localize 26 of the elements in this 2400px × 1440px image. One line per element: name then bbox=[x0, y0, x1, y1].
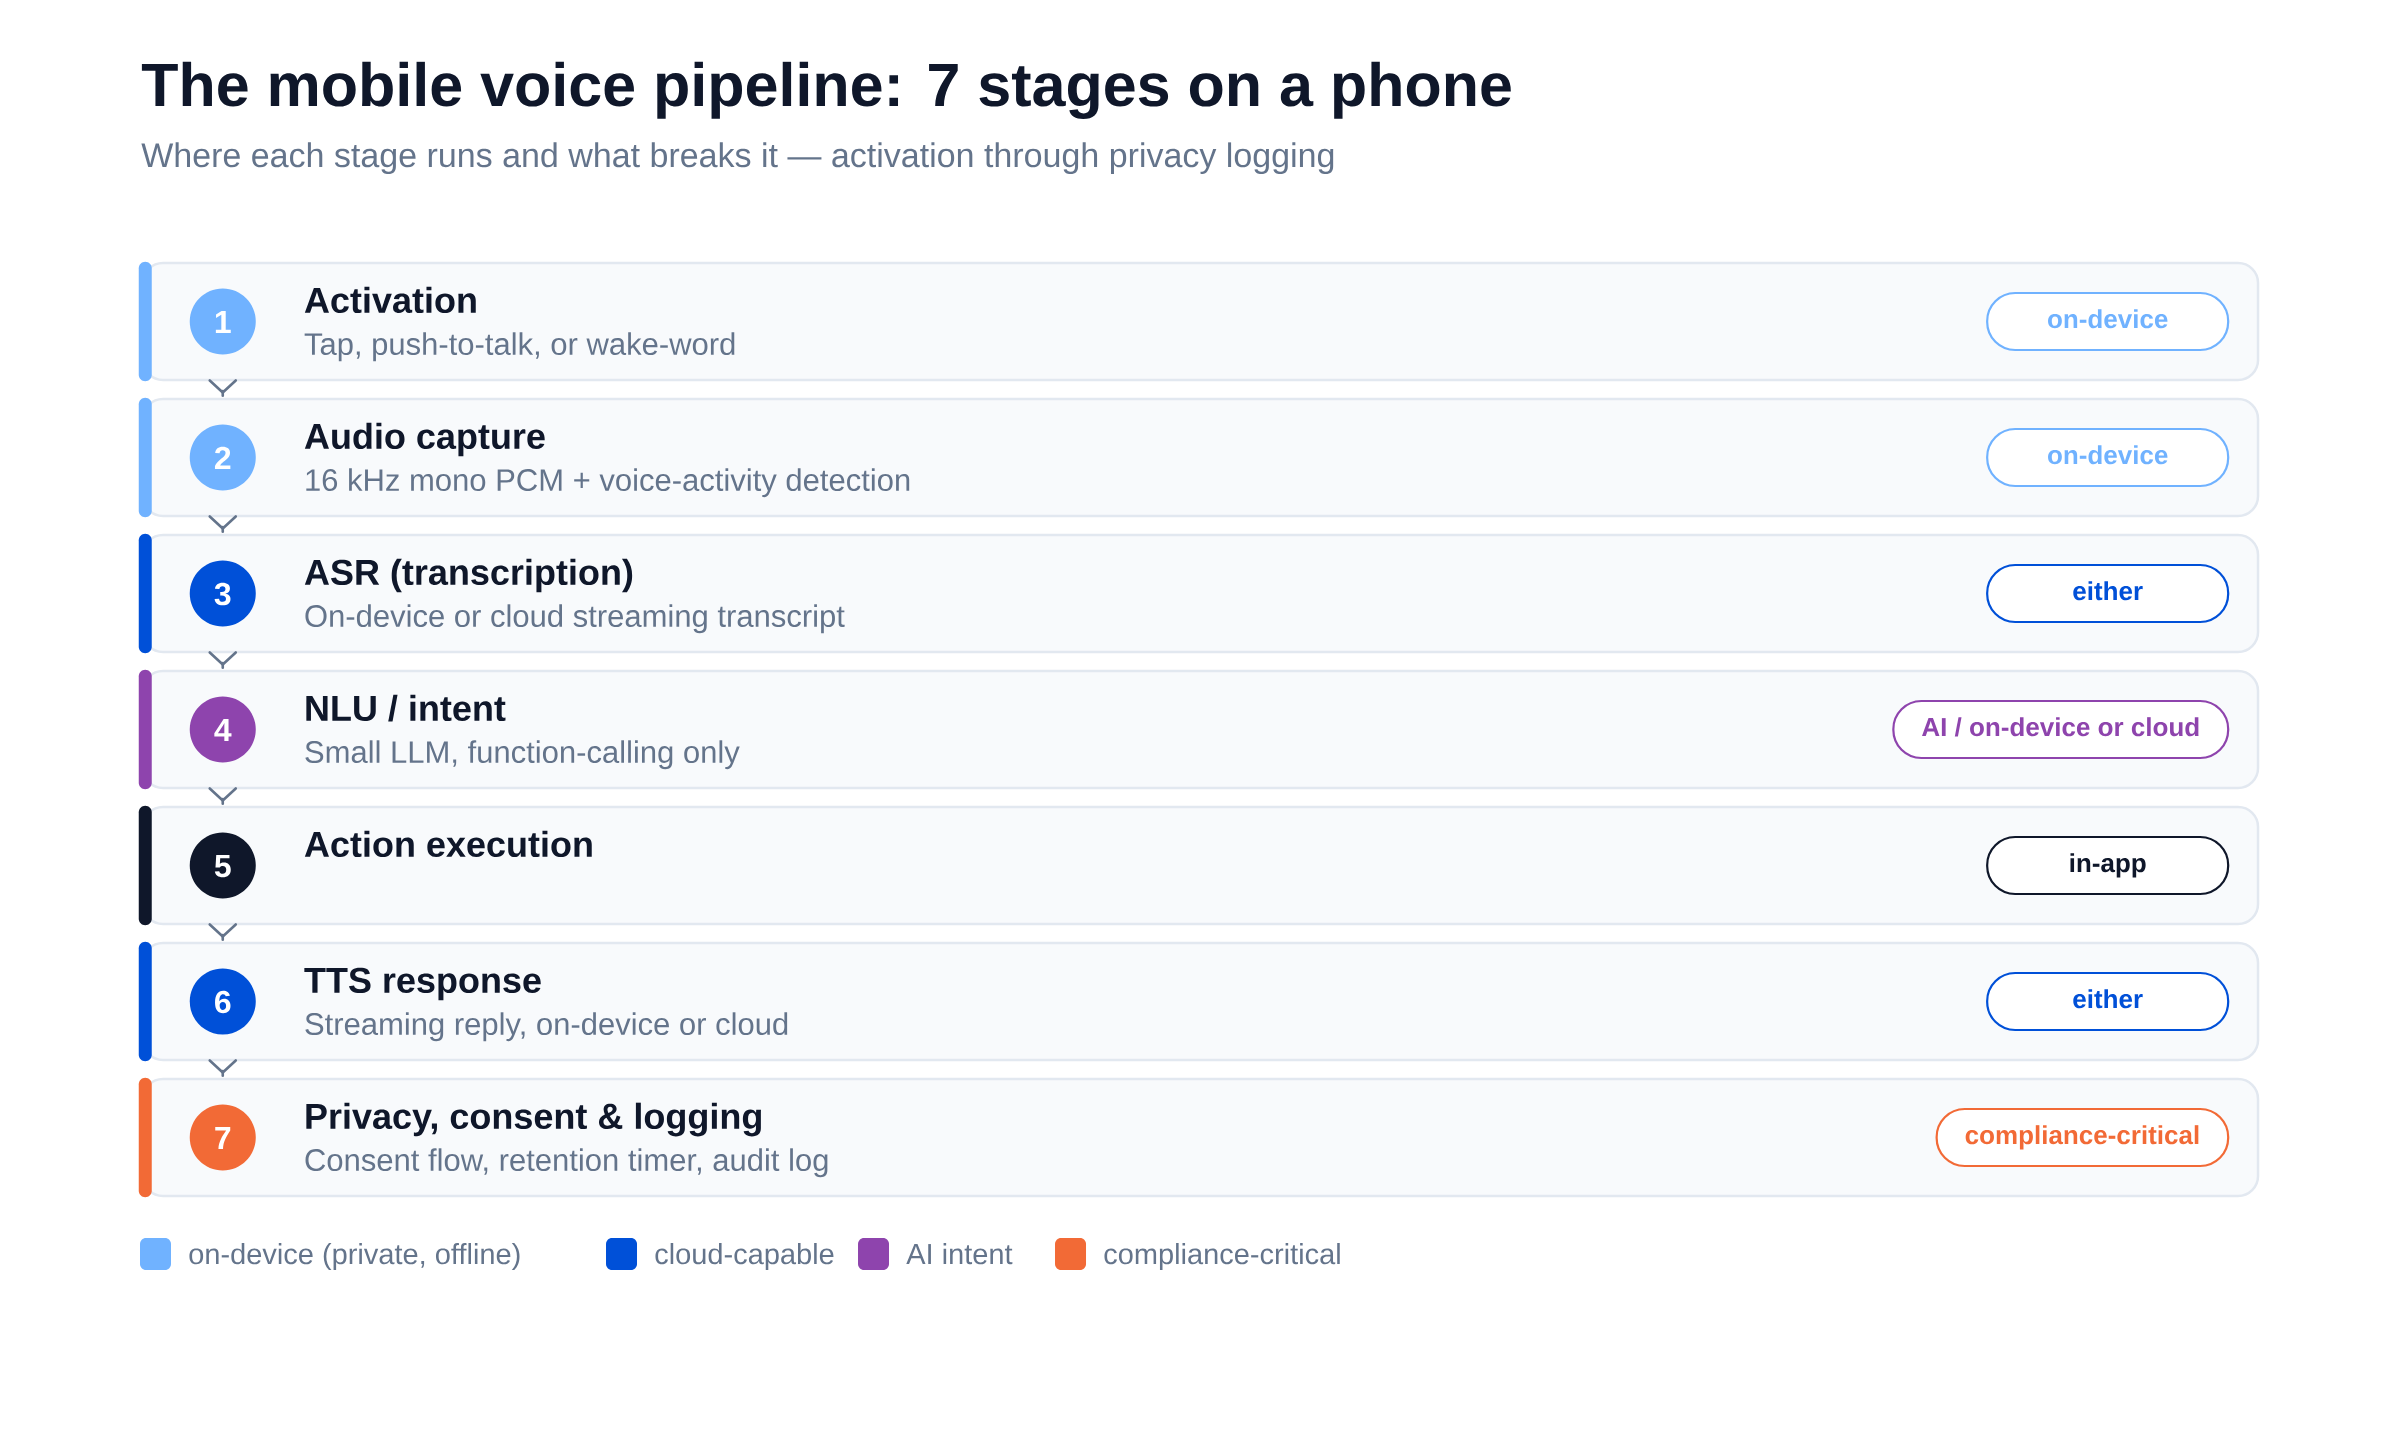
stage-description: Streaming reply, on-device or cloud bbox=[305, 1012, 788, 1042]
stage-title: Activation bbox=[304, 286, 476, 314]
legend-label: AI intent bbox=[906, 1243, 1013, 1265]
legend-label: on-device (private, offline) bbox=[189, 1243, 520, 1271]
status-pill: in-app bbox=[1986, 835, 2230, 896]
status-pill: compliance-critical bbox=[1935, 1107, 2230, 1168]
stage-description: Tap, push-to-talk, or wake-word bbox=[304, 332, 735, 362]
legend-label: compliance-critical bbox=[1104, 1243, 1340, 1271]
legend-label: cloud-capable bbox=[655, 1243, 834, 1271]
title: The mobile voice pipeline: 7 stages on a phone bbox=[141, 61, 1511, 119]
stage-title: ASR (transcription) bbox=[304, 558, 633, 593]
stage-title: Audio capture bbox=[304, 422, 545, 457]
status-pill: AI / on-device or cloud bbox=[1892, 699, 2230, 760]
status-pill: either bbox=[1986, 563, 2230, 624]
stage-description: On-device or cloud streaming transcript bbox=[305, 604, 845, 634]
stage-description: Consent flow, retention timer, audit log bbox=[305, 1148, 828, 1178]
stage-title: Action execution bbox=[304, 830, 592, 858]
stage-title: TTS response bbox=[304, 967, 541, 1001]
status-pill: on-device bbox=[1986, 291, 2230, 352]
stage-title: Privacy, consent & logging bbox=[306, 1102, 761, 1137]
stage-description: Small LLM, function-calling only bbox=[305, 740, 740, 770]
subtitle: Where each stage runs and what breaks it — activation through privacy logging bbox=[141, 142, 1334, 175]
stage-description: 16 kHz mono PCM + voice-activity detection bbox=[306, 468, 910, 498]
status-pill: either bbox=[1986, 971, 2230, 1032]
stage-title: NLU / intent bbox=[306, 694, 506, 722]
status-pill: on-device bbox=[1986, 427, 2230, 488]
